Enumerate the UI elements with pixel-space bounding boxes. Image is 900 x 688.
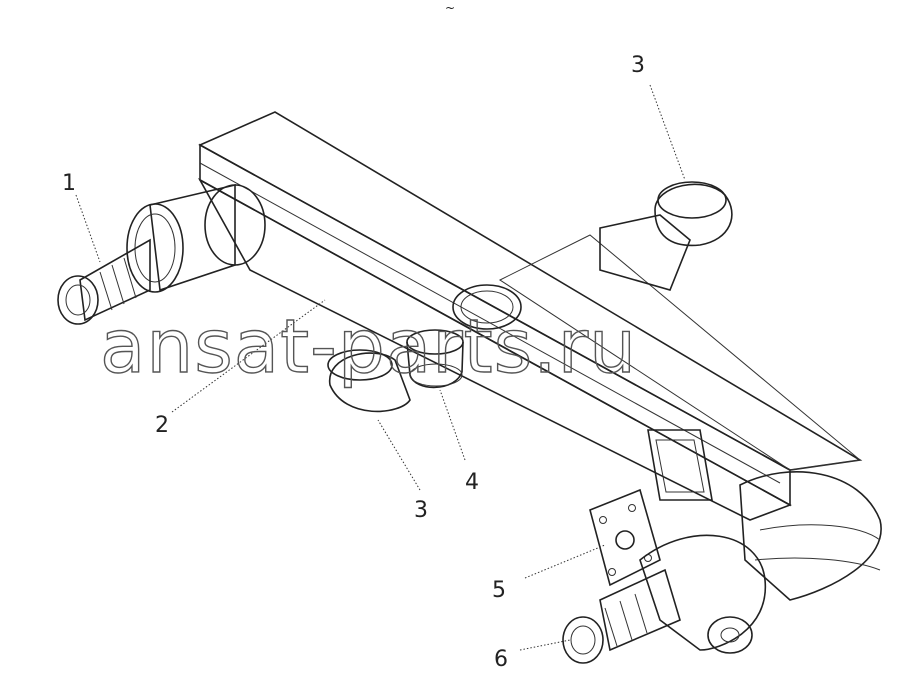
bushing-upper (654, 181, 733, 247)
callout-6: 6 (494, 647, 508, 672)
leader-lines (75, 84, 686, 651)
spindle-left (57, 183, 266, 325)
callout-5: 5 (492, 578, 506, 603)
top-mark: ~ (445, 1, 455, 15)
axle-beam (197, 111, 863, 521)
callout-3-upper: 3 (631, 53, 645, 78)
flange-plate (589, 488, 661, 587)
bushing-lower (327, 349, 411, 413)
watermark: ansat-parts.ru (100, 304, 637, 390)
spindle-right (562, 534, 766, 664)
callout-1: 1 (62, 171, 76, 196)
callout-2: 2 (155, 413, 169, 438)
seal-ring (406, 329, 464, 389)
callout-3-lower: 3 (414, 498, 428, 523)
beam-right-boss (599, 214, 882, 601)
callout-4: 4 (465, 470, 479, 495)
